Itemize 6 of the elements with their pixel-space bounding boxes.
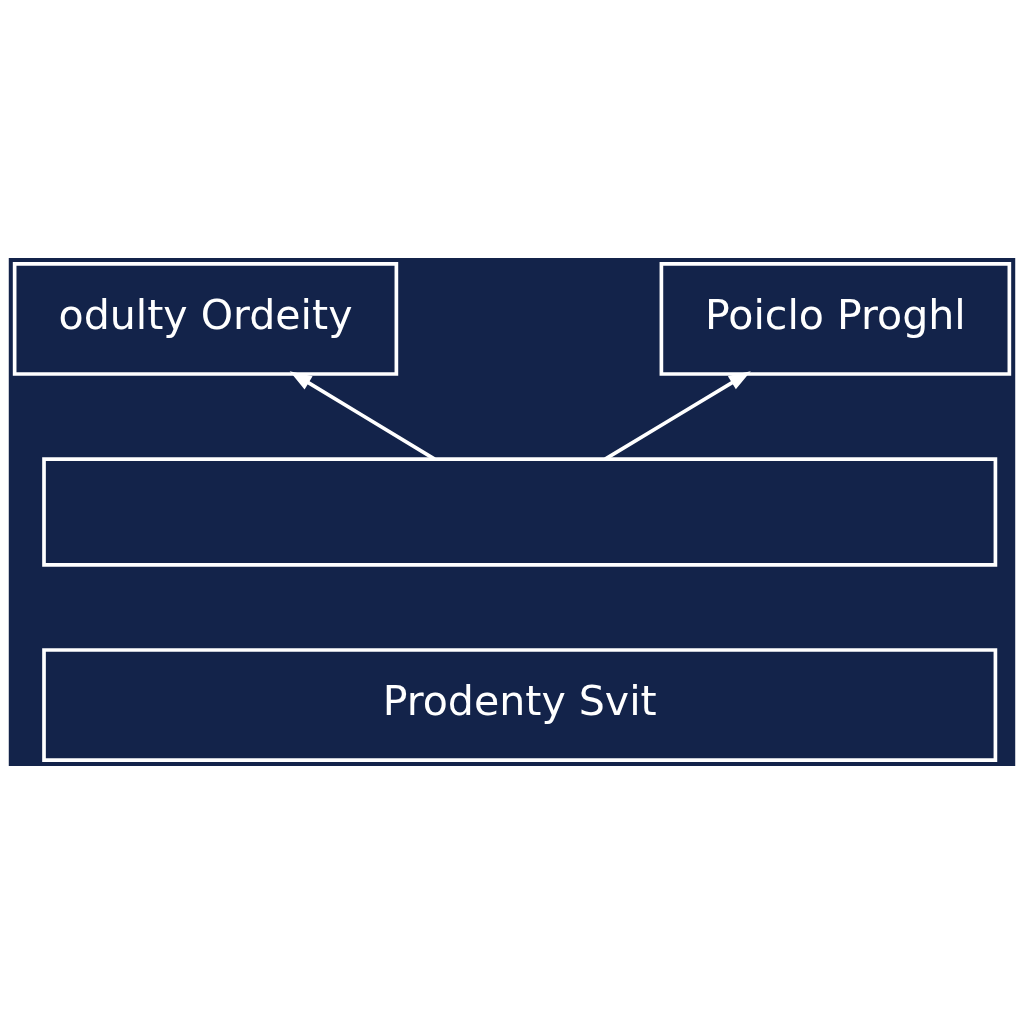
node-box: odulty Ordeity — [12, 262, 399, 376]
node-box — [42, 457, 998, 567]
node-box: Prodenty Svit — [42, 648, 998, 762]
arrow — [604, 371, 751, 461]
node-box: Poiclo Proghl — [659, 262, 1012, 376]
arrow — [289, 371, 436, 461]
